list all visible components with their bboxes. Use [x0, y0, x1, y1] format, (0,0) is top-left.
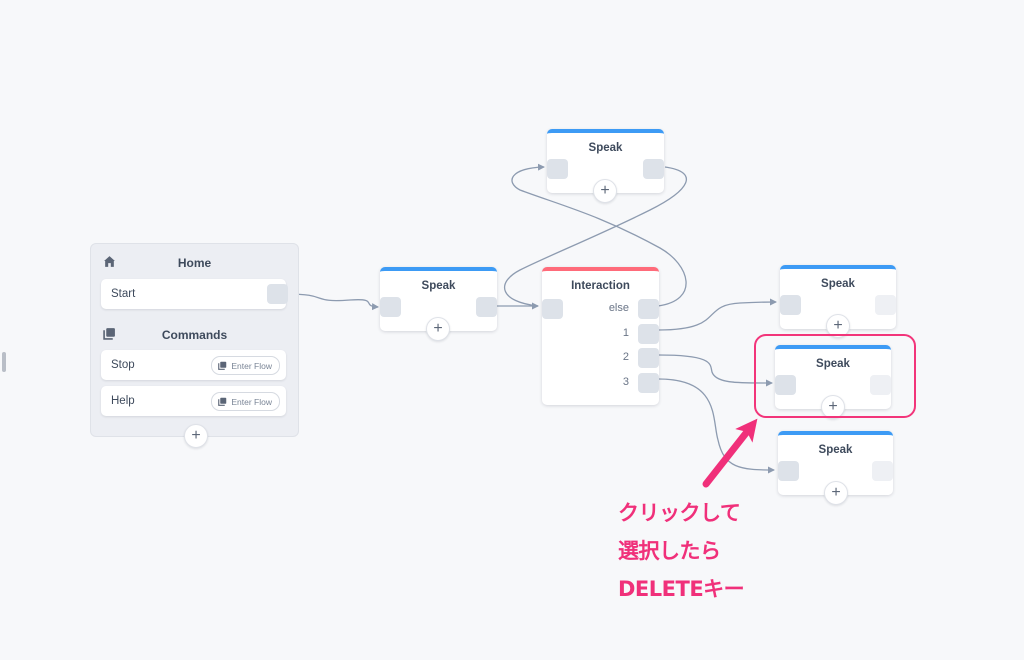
command-label: Help	[111, 395, 135, 407]
input-port[interactable]	[778, 461, 799, 481]
canvas-scroll-handle[interactable]	[2, 352, 6, 372]
wire-choice1-to-speak1	[658, 298, 777, 331]
output-port[interactable]	[872, 461, 893, 481]
enter-flow-label: Enter Flow	[231, 396, 272, 407]
add-step-button[interactable]: +	[426, 317, 450, 341]
add-step-button[interactable]: +	[821, 395, 845, 419]
input-port[interactable]	[380, 297, 401, 317]
node-title: Speak	[821, 278, 855, 290]
annotation-arrow	[702, 418, 758, 488]
start-step[interactable]: Start	[101, 279, 288, 309]
input-port[interactable]	[780, 295, 801, 315]
command-stop[interactable]: Stop Enter Flow	[101, 350, 286, 380]
node-title: Speak	[421, 280, 456, 292]
choice-port-1[interactable]	[638, 324, 659, 344]
output-port[interactable]	[643, 159, 664, 179]
output-port[interactable]	[476, 297, 497, 317]
home-title: Home	[177, 256, 212, 270]
node-title: Speak	[818, 444, 853, 456]
flow-icon	[218, 397, 227, 406]
commands-icon	[103, 328, 115, 340]
home-commands-block[interactable]: Home Start Commands Stop Enter Flow Help…	[90, 243, 299, 437]
enter-flow-button[interactable]: Enter Flow	[211, 392, 280, 411]
annotation-text: クリックして 選択したら DELETEキー	[618, 494, 818, 608]
annotation-line: DELETEキー	[618, 577, 745, 601]
start-label: Start	[111, 288, 136, 300]
choice-label-2: 2	[622, 351, 629, 363]
flow-icon	[218, 361, 227, 370]
wire-start-to-speak	[286, 293, 379, 311]
commands-title: Commands	[161, 328, 228, 342]
home-icon	[104, 256, 115, 267]
start-output-port[interactable]	[267, 284, 288, 304]
speak-node[interactable]: Speak	[380, 267, 497, 331]
speak-node[interactable]: Speak	[547, 129, 664, 193]
interaction-node[interactable]: Interaction else 1 2 3	[542, 267, 659, 405]
enter-flow-button[interactable]: Enter Flow	[211, 356, 280, 375]
enter-flow-label: Enter Flow	[231, 360, 272, 371]
add-step-button[interactable]: +	[593, 179, 617, 203]
choice-label-3: 3	[622, 376, 629, 388]
command-help[interactable]: Help Enter Flow	[101, 386, 286, 416]
annotation-line: クリックして	[618, 501, 741, 525]
add-command-button[interactable]: +	[184, 424, 208, 448]
choice-label-1: 1	[622, 327, 629, 339]
node-title: Speak	[588, 142, 623, 154]
input-port[interactable]	[775, 375, 796, 395]
command-label: Stop	[111, 359, 135, 371]
input-port[interactable]	[542, 299, 563, 319]
choice-label-else: else	[608, 302, 629, 314]
input-port[interactable]	[547, 159, 568, 179]
selection-highlight	[754, 334, 916, 418]
output-port[interactable]	[875, 295, 896, 315]
choice-port-else[interactable]	[638, 299, 659, 319]
choice-port-3[interactable]	[638, 373, 659, 393]
node-title: Interaction	[571, 280, 630, 292]
choice-port-2[interactable]	[638, 348, 659, 368]
node-title: Speak	[816, 358, 850, 370]
output-port[interactable]	[870, 375, 891, 395]
add-step-button[interactable]: +	[824, 481, 848, 505]
annotation-line: 選択したら	[618, 539, 721, 563]
